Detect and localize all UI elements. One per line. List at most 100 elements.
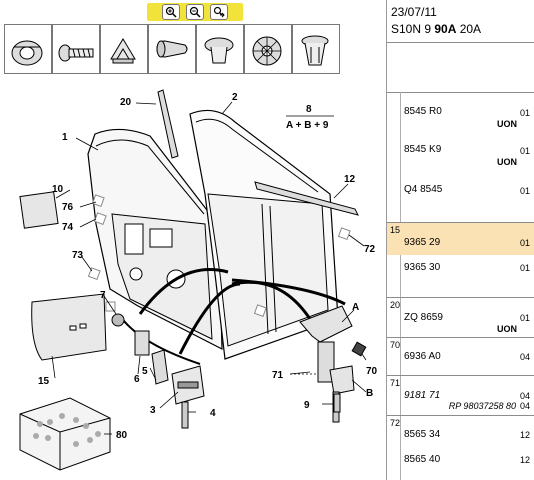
part-ref: 8565 40: [404, 454, 441, 465]
part-ref: 8565 34: [404, 429, 441, 440]
part-qty: 01: [519, 313, 530, 323]
wheel-clip-icon: [252, 36, 282, 66]
plug-icon: [156, 40, 188, 58]
list-item[interactable]: 20 ZQ 8659 01 UON: [387, 298, 534, 336]
strip-cell-push-clip[interactable]: [292, 24, 340, 74]
part-qty: 12: [519, 455, 530, 465]
button-clip-icon: [204, 37, 234, 64]
label-70: 70: [366, 366, 378, 377]
label-1: 1: [62, 132, 68, 143]
model-code: S10N 9 90A 20A: [391, 22, 481, 36]
strip-cell-grommet[interactable]: [4, 24, 52, 74]
label-6: 6: [134, 374, 140, 385]
bumper-70: [351, 341, 367, 357]
list-item-selected[interactable]: 15 9365 29 01: [387, 223, 534, 255]
bracket-5: [151, 349, 169, 385]
label-5: 5: [142, 366, 148, 377]
label-2: 2: [232, 92, 238, 103]
strip-cell-button-clip[interactable]: [196, 24, 244, 74]
clip-kit: [19, 397, 111, 471]
part-flag: UON: [497, 157, 517, 167]
group-id: 15: [390, 225, 401, 235]
label-73: 73: [72, 250, 84, 261]
bush-7: [111, 313, 125, 327]
grommet-icon: [11, 40, 43, 66]
part-qty: 04: [519, 391, 530, 401]
label-80: 80: [116, 430, 128, 441]
push-clip-icon: [301, 35, 329, 66]
list-item[interactable]: 72 8565 34 12: [387, 416, 534, 446]
label-B: B: [366, 388, 373, 399]
weatherstrip: [254, 181, 359, 216]
group-id: 20: [390, 300, 401, 310]
replacement-qty: 04: [519, 401, 530, 411]
label-9: 9: [304, 400, 310, 411]
list-item[interactable]: 9365 30 01: [387, 262, 534, 280]
part-ref: 8545 K9: [404, 144, 442, 155]
part-qty: 01: [519, 186, 530, 196]
part-ref: 9181 71: [404, 390, 441, 401]
zoom-toolbar: [147, 3, 243, 21]
model-code-prefix: S10N 9: [391, 22, 435, 36]
strip-cell-screw[interactable]: [52, 24, 100, 74]
label-A: A: [352, 302, 359, 313]
list-item[interactable]: 71 9181 71 04 RP 98037258 80 04: [387, 376, 534, 414]
bracket-6: [134, 330, 150, 356]
list-item[interactable]: 8565 40 12: [387, 454, 534, 472]
label-8: 8: [306, 104, 312, 115]
part-qty: 12: [519, 430, 530, 440]
label-4: 4: [210, 408, 216, 419]
zoom-in-button[interactable]: [162, 4, 180, 20]
catalog-date: 23/07/11: [391, 5, 437, 19]
pan-icon: [213, 6, 225, 18]
trim-panel: [31, 293, 107, 361]
strip-cell-plug[interactable]: [148, 24, 196, 74]
door-exploded-view: 1 2 3 4 5 6 7 8 A + B + 9 9 10 12 15 20 …: [19, 89, 378, 471]
pin-9: [333, 393, 341, 413]
part-qty: 01: [519, 146, 530, 156]
label-10: 10: [52, 184, 64, 195]
strip-cell-clip[interactable]: [100, 24, 148, 74]
group-id: 71: [390, 378, 401, 388]
clip-icon: [110, 38, 136, 64]
label-3: 3: [150, 405, 156, 416]
list-item[interactable]: Q4 8545 01: [387, 184, 534, 206]
part-qty: 01: [519, 238, 530, 248]
parts-list-panel: 23/07/11 S10N 9 90A 20A 8545 R0 01 UON 8…: [387, 0, 534, 480]
label-76: 76: [62, 202, 74, 213]
group-id: 72: [390, 418, 401, 428]
frame-trim: [157, 89, 179, 159]
hinge-lower: [329, 365, 355, 395]
part-qty: 01: [519, 108, 530, 118]
pin-4: [181, 401, 189, 429]
part-qty: 04: [519, 352, 530, 362]
label-72: 72: [364, 244, 376, 255]
screw-icon: [58, 44, 94, 62]
label-74: 74: [62, 222, 74, 233]
strip-cell-wheel-clip[interactable]: [244, 24, 292, 74]
zoom-in-icon: [165, 6, 177, 18]
parts-diagram: 70 71 72 73 74 75 76: [4, 0, 387, 480]
list-item[interactable]: 8545 R0 01 UON: [387, 106, 534, 129]
pan-button[interactable]: [210, 4, 228, 20]
model-code-bold: 90A: [434, 22, 457, 36]
part-ref: ZQ 8659: [404, 312, 443, 323]
label-71: 71: [272, 370, 284, 381]
part-qty: 01: [519, 263, 530, 273]
zoom-out-button[interactable]: [186, 4, 204, 20]
label-8-composition: A + B + 9: [286, 120, 329, 131]
part-flag: UON: [497, 119, 517, 129]
sealing-sheet: [19, 191, 59, 229]
label-15: 15: [38, 376, 50, 387]
part-ref: 6936 A0: [404, 351, 441, 362]
part-ref: 9365 29: [404, 237, 441, 248]
hinge-upper: [299, 305, 353, 343]
group-id: 70: [390, 340, 401, 350]
label-7: 7: [100, 290, 106, 301]
list-item[interactable]: 8545 K9 01 UON: [387, 144, 534, 167]
list-item[interactable]: 70 6936 A0 04: [387, 338, 534, 374]
label-20: 20: [120, 97, 132, 108]
part-ref: 8545 R0: [404, 106, 442, 117]
model-code-suffix: 20A: [456, 22, 482, 36]
label-12: 12: [344, 174, 356, 185]
